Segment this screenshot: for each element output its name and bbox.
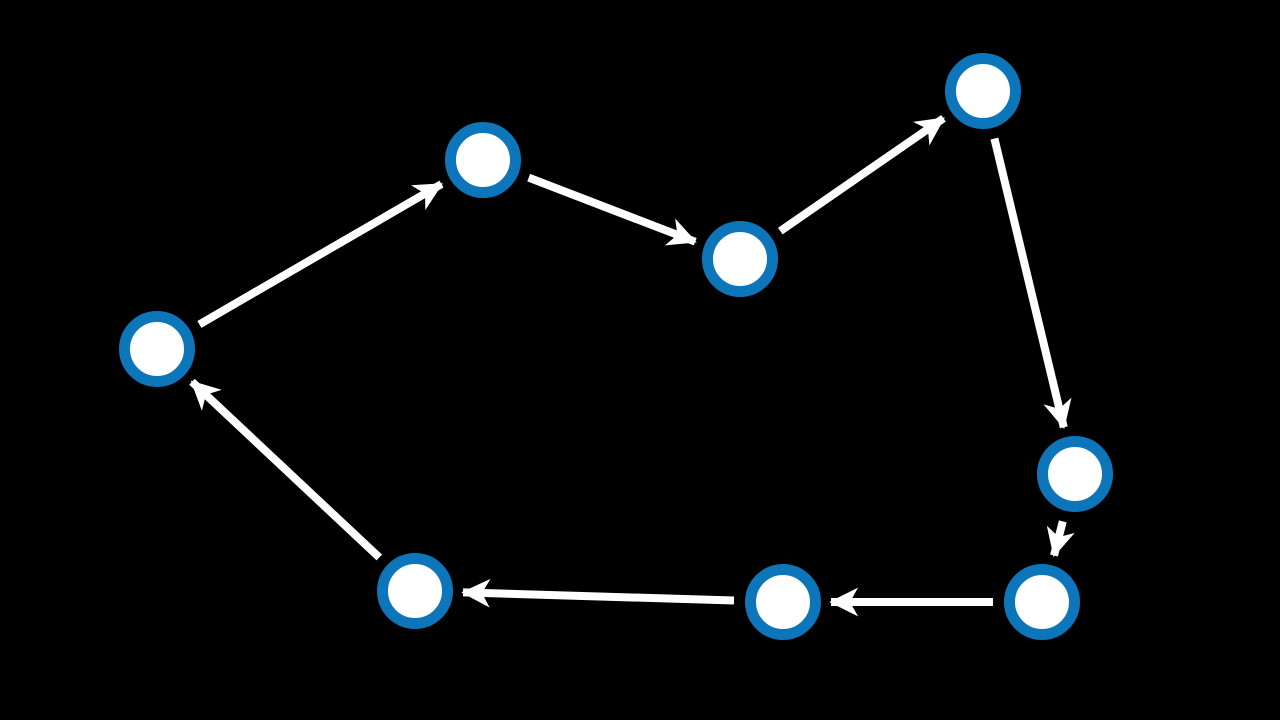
graph-edge-n7-n8 (461, 578, 735, 608)
graph-nodes (119, 53, 1113, 640)
graph-edge-n5-n6 (1046, 520, 1075, 558)
graph-edge-n4-n2 (197, 180, 444, 328)
graph-node-n5 (1037, 436, 1113, 512)
graph-node-n1 (945, 53, 1021, 129)
graph-edge-n1-n5 (990, 137, 1072, 429)
graph-edge-n3-n1 (778, 115, 946, 235)
graph-edge-n8-n4 (189, 378, 383, 561)
graph-node-n3 (702, 221, 778, 297)
graph-edge-n2-n3 (527, 173, 697, 246)
graph-node-n8 (377, 553, 453, 629)
graph-node-n7 (745, 564, 821, 640)
graph-node-n6 (1004, 564, 1080, 640)
graph-node-n4 (119, 311, 195, 387)
graph-node-n2 (445, 122, 521, 198)
graph-edges (189, 115, 1075, 617)
